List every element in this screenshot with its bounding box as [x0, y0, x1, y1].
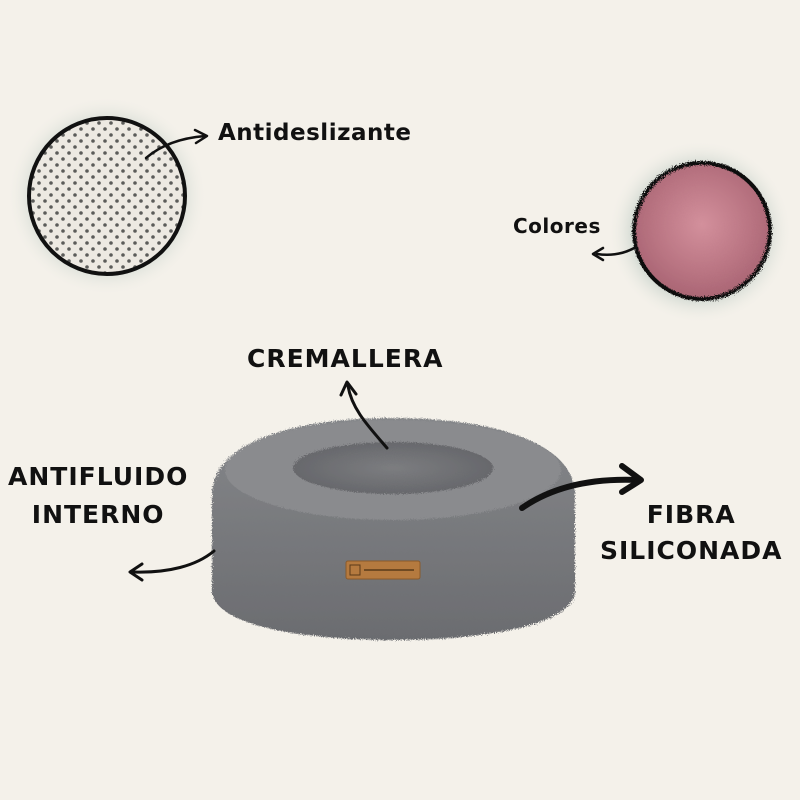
color-swatch: [608, 140, 792, 324]
label-colors: Colores: [513, 214, 601, 238]
label-fiber-line2: SILICONADA: [600, 536, 783, 565]
label-zipper: CREMALLERA: [247, 344, 444, 373]
label-antifluid-line2: INTERNO: [31, 500, 165, 529]
pet-bed: [212, 418, 575, 640]
label-silicone-fiber: FIBRA SILICONADA: [600, 497, 783, 569]
label-antifluid: ANTIFLUIDO INTERNO: [8, 458, 188, 534]
curved-arrow-icon: [128, 128, 644, 582]
non-slip-swatch: [7, 96, 207, 296]
label-non-slip: Antideslizante: [218, 120, 412, 146]
label-fiber-line1: FIBRA: [646, 500, 736, 529]
label-antifluid-line1: ANTIFLUIDO: [8, 462, 189, 491]
